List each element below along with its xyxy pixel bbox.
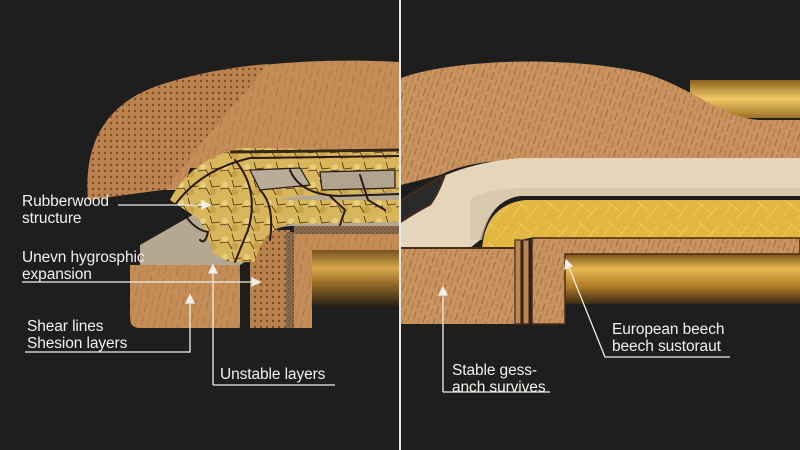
panel-divider — [399, 0, 401, 450]
left-cross-section — [87, 60, 400, 328]
label-uneven-hygroscopic-expansion: Unevn hygrosphic expansion — [22, 249, 145, 283]
label-line: anch survives — [452, 379, 546, 396]
right-cross-section — [400, 61, 800, 325]
label-stable-gesso: Stable gess- anch survives — [452, 362, 546, 396]
label-line: European beech — [612, 321, 725, 338]
label-line: Shear lines — [27, 318, 104, 335]
label-line: structure — [22, 210, 82, 227]
label-line: expansion — [22, 266, 92, 283]
label-shear-lines: Shear lines Shesion layers — [27, 318, 127, 352]
leader-lines — [22, 199, 730, 393]
label-european-beech: European beech beech sustoraut — [612, 321, 724, 355]
gold-rod-left — [300, 248, 399, 306]
label-line: beech sustoraut — [612, 338, 721, 355]
label-unstable-layers: Unstable layers — [220, 366, 325, 383]
label-line: Stable gess- — [452, 362, 537, 379]
label-line: Unevn hygrosphic — [22, 249, 145, 266]
label-rubberwood-structure: Rubberwood structure — [22, 193, 109, 227]
label-line: Shesion layers — [27, 335, 128, 352]
label-line: Unstable layers — [220, 366, 326, 383]
gold-rod-right — [565, 254, 800, 304]
label-line: Rubberwood — [22, 193, 109, 210]
